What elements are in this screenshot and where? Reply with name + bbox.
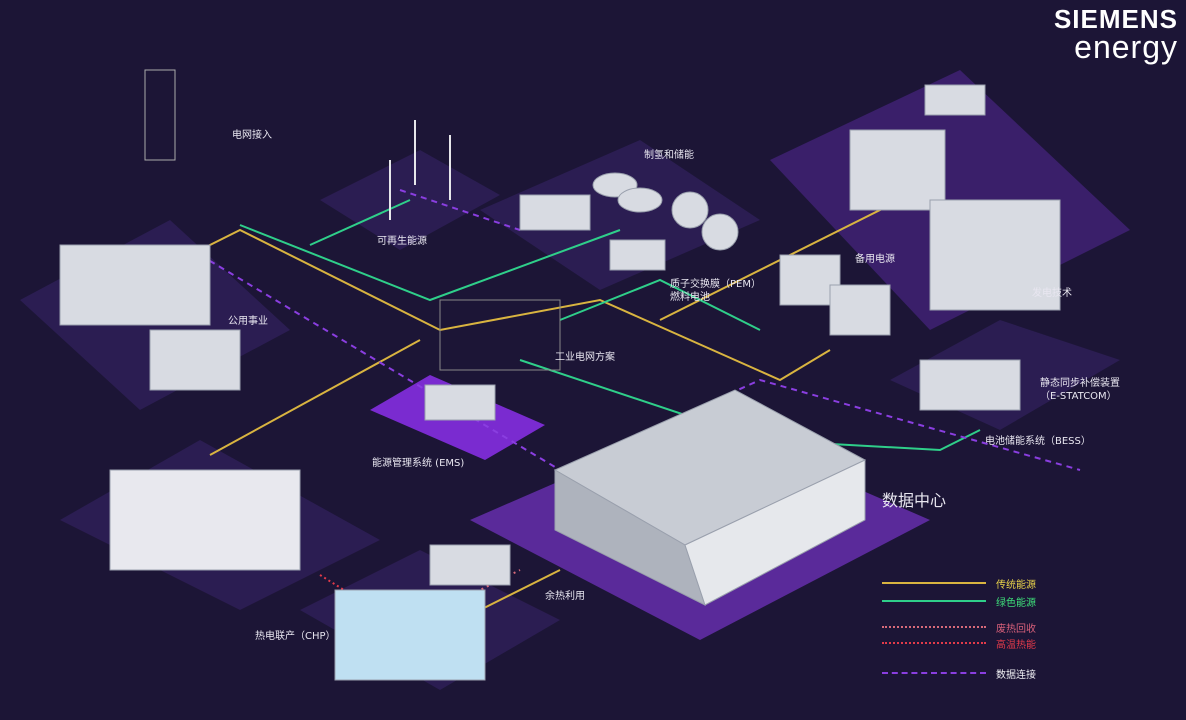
line-traditional <box>209 339 421 456</box>
hydrogen-tank <box>617 187 663 213</box>
logo-line2: energy <box>1074 29 1178 65</box>
label-estatcom: 静态同步补偿装置 （E-STATCOM） <box>1040 378 1120 402</box>
label-data-center: 数据中心 <box>882 491 947 510</box>
pylon <box>144 69 176 161</box>
label-generation-tech: 发电技术 <box>1032 288 1072 299</box>
label-chp: 热电联产（CHP） <box>255 631 336 642</box>
legend-traditional: 传统能源 <box>880 576 1100 591</box>
siemens-energy-logo: SIEMENS energy <box>1053 4 1178 65</box>
label-industrial-grid: 工业电网方案 <box>555 352 615 363</box>
label-backup-power: 备用电源 <box>855 254 895 265</box>
chp-plant <box>334 589 486 681</box>
label-pem-fuel-cell: 质子交换膜（PEM） 燃料电池 <box>670 279 761 303</box>
legend-waste-heat: 废热回收 <box>880 620 1100 635</box>
label-renewables: 可再生能源 <box>377 236 427 247</box>
legend-data: 数据连接 <box>880 666 1100 681</box>
logo-line1: SIEMENS <box>1053 4 1178 34</box>
generator <box>924 84 986 116</box>
bess-containers <box>919 359 1021 411</box>
generator <box>849 129 946 211</box>
industrial-grid <box>439 299 561 371</box>
platform-hydrogen <box>480 140 760 290</box>
utility-plant <box>59 244 211 326</box>
label-waste-heat-use: 余热利用 <box>545 591 585 602</box>
line-green <box>239 224 621 302</box>
label-grid-access: 电网接入 <box>232 130 272 141</box>
turbine <box>929 199 1061 311</box>
line-traditional <box>159 228 831 382</box>
label-hydrogen-storage: 制氢和储能 <box>644 150 694 161</box>
wind-turbines <box>389 120 451 220</box>
legend-label: 传统能源 <box>996 580 1036 591</box>
legend-label: 绿色能源 <box>996 598 1036 609</box>
chp-cooler <box>429 544 511 586</box>
label-ems: 能源管理系统 (EMS) <box>372 458 465 469</box>
storage-sphere <box>701 213 739 251</box>
electrolyzer <box>519 194 591 231</box>
backup-engine <box>829 284 891 336</box>
label-utilities: 公用事业 <box>228 316 268 327</box>
line-green <box>519 359 981 452</box>
storage-sphere <box>671 191 709 229</box>
line-green <box>559 278 761 331</box>
line-green <box>309 199 411 246</box>
substation <box>149 329 241 391</box>
legend-label: 高温热能 <box>996 640 1036 651</box>
pem-unit <box>609 239 666 271</box>
legend-high-temp: 高温热能 <box>880 636 1100 651</box>
legend-green: 绿色能源 <box>880 594 1100 609</box>
legend-label: 废热回收 <box>996 624 1036 635</box>
ems-building <box>424 384 496 421</box>
data-center-side <box>684 459 866 606</box>
legend-label: 数据连接 <box>996 670 1036 681</box>
line-traditional <box>479 569 561 611</box>
label-bess: 电池储能系统（BESS） <box>985 436 1091 447</box>
city-blocks <box>109 469 301 571</box>
